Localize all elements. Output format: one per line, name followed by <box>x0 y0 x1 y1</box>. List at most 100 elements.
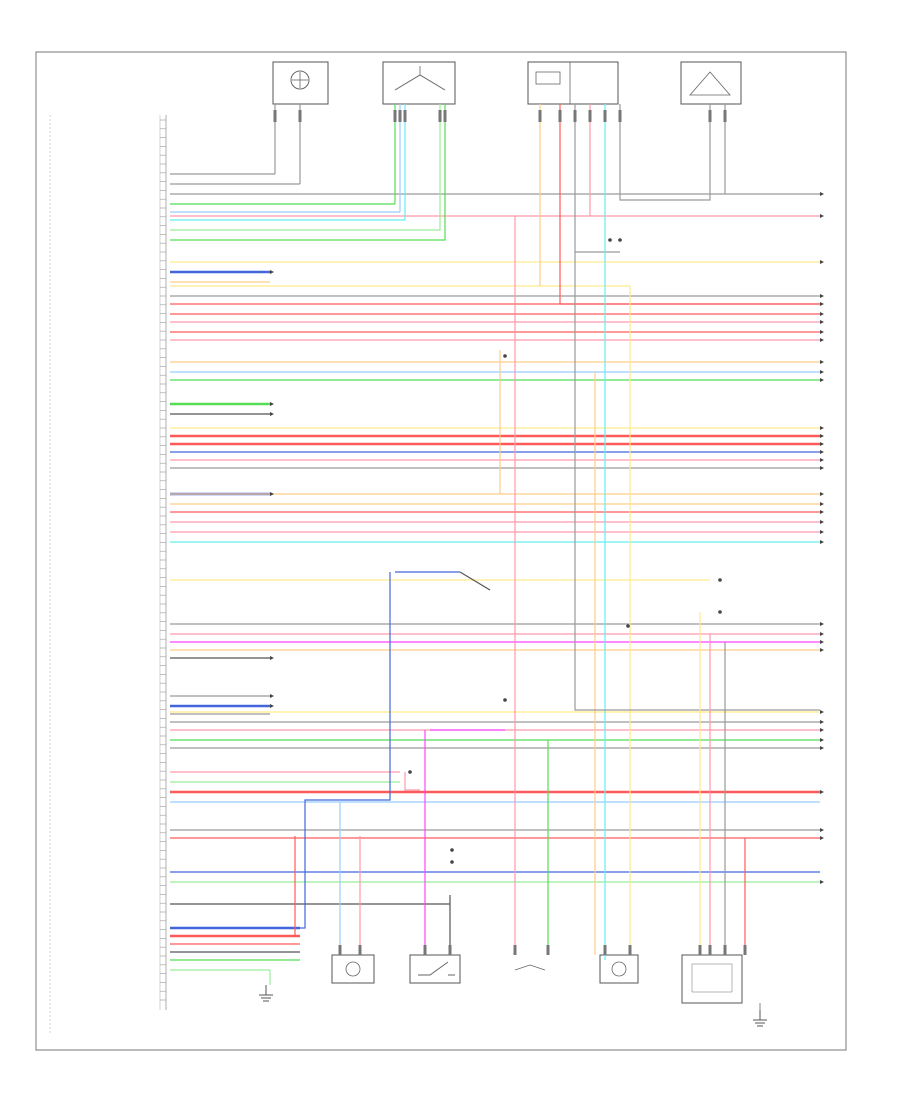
bottom-component-4 <box>599 954 639 984</box>
wire-route <box>574 104 620 253</box>
terminal-arrow <box>820 530 824 534</box>
pin-stub <box>708 945 712 955</box>
pin-stub <box>393 110 397 122</box>
terminal-arrow <box>270 492 274 496</box>
ground-icon <box>259 985 273 1002</box>
top-component-4 <box>680 61 742 105</box>
wire-harness <box>170 104 820 1010</box>
wire-marks <box>270 110 824 955</box>
terminal-arrow <box>820 214 824 218</box>
pin-stub <box>273 110 277 122</box>
wire-route <box>574 252 820 711</box>
pin-stub <box>573 110 577 122</box>
terminal-arrow <box>270 270 274 274</box>
terminal-arrow <box>820 294 824 298</box>
sensor-icon <box>514 964 546 971</box>
terminal-arrow <box>820 450 824 454</box>
terminal-arrow <box>820 828 824 832</box>
terminal-arrow <box>820 458 824 462</box>
terminal-arrow <box>270 694 274 698</box>
pin-stub <box>628 945 632 955</box>
pin-stub <box>723 110 727 122</box>
terminal-arrow <box>820 312 824 316</box>
terminal-arrow <box>820 426 824 430</box>
bottom-component-2 <box>409 954 461 984</box>
pin-stub <box>403 110 407 122</box>
pin-stub <box>603 945 607 955</box>
terminal-arrow <box>270 412 274 416</box>
pin-stub <box>546 945 550 955</box>
terminal-arrow <box>820 836 824 840</box>
ground-right <box>753 1010 767 1027</box>
pin-stub <box>723 945 727 955</box>
top-component-2 <box>382 61 456 105</box>
module-icon <box>691 963 733 993</box>
pin-stub <box>358 945 362 955</box>
ground-left <box>259 985 273 1002</box>
pin-stub <box>298 110 302 122</box>
terminal-arrow <box>820 502 824 506</box>
switch-icon <box>418 961 449 976</box>
splice-dot <box>450 860 454 864</box>
bottom-component-5 <box>681 954 743 1004</box>
terminal-arrow <box>270 656 274 660</box>
ground-icon <box>753 1010 767 1027</box>
pin-stub <box>423 945 427 955</box>
terminal-arrow <box>820 520 824 524</box>
terminal-arrow <box>820 492 824 496</box>
terminal-arrow <box>270 402 274 406</box>
splice-dot <box>408 770 412 774</box>
bottom-component-1 <box>331 954 375 984</box>
terminal-arrow <box>820 622 824 626</box>
splice-dot <box>618 238 622 242</box>
terminal-arrow <box>820 442 824 446</box>
pin-stub <box>448 945 452 955</box>
top-component-3 <box>527 61 619 105</box>
wire-route <box>619 104 711 201</box>
sensor-icon <box>689 71 731 96</box>
terminal-arrow <box>820 746 824 750</box>
pin-stub <box>338 945 342 955</box>
terminal-arrow <box>820 378 824 382</box>
pin-stub <box>743 945 747 955</box>
terminal-arrow <box>820 330 824 334</box>
terminal-arrow <box>270 704 274 708</box>
sensor-icon <box>611 961 627 977</box>
pin-stub <box>513 945 517 955</box>
terminal-arrow <box>820 510 824 514</box>
terminal-arrow <box>820 632 824 636</box>
terminal-arrow <box>820 720 824 724</box>
wire-route <box>405 104 446 241</box>
terminal-arrow <box>820 338 824 342</box>
terminal-arrow <box>820 434 824 438</box>
splice-dot <box>503 354 507 358</box>
terminal-arrow <box>820 790 824 794</box>
terminal-arrow <box>820 466 824 470</box>
terminal-arrow <box>820 880 824 884</box>
splice-dot <box>718 610 722 614</box>
pin-stub <box>443 110 447 122</box>
splice-dot <box>626 624 630 628</box>
wire-route <box>410 104 441 231</box>
wire-route <box>459 571 491 591</box>
terminal-arrow <box>820 302 824 306</box>
wire-route <box>559 104 820 305</box>
splice-dot <box>608 238 612 242</box>
terminal-arrow <box>820 360 824 364</box>
pin-stub <box>618 110 622 122</box>
terminal-arrow <box>820 260 824 264</box>
pin-stub <box>538 110 542 122</box>
terminal-arrow <box>820 738 824 742</box>
pin-stub <box>398 110 402 122</box>
pin-stub <box>698 945 702 955</box>
diagram-frame <box>35 51 847 1051</box>
sensor-icon <box>290 70 310 90</box>
pin-stub <box>558 110 562 122</box>
top-component-1 <box>272 61 329 105</box>
terminal-arrow <box>820 320 824 324</box>
pcm-pin-ticks <box>160 119 166 1001</box>
terminal-arrow <box>820 640 824 644</box>
terminal-arrow <box>820 192 824 196</box>
splice-dot <box>503 698 507 702</box>
